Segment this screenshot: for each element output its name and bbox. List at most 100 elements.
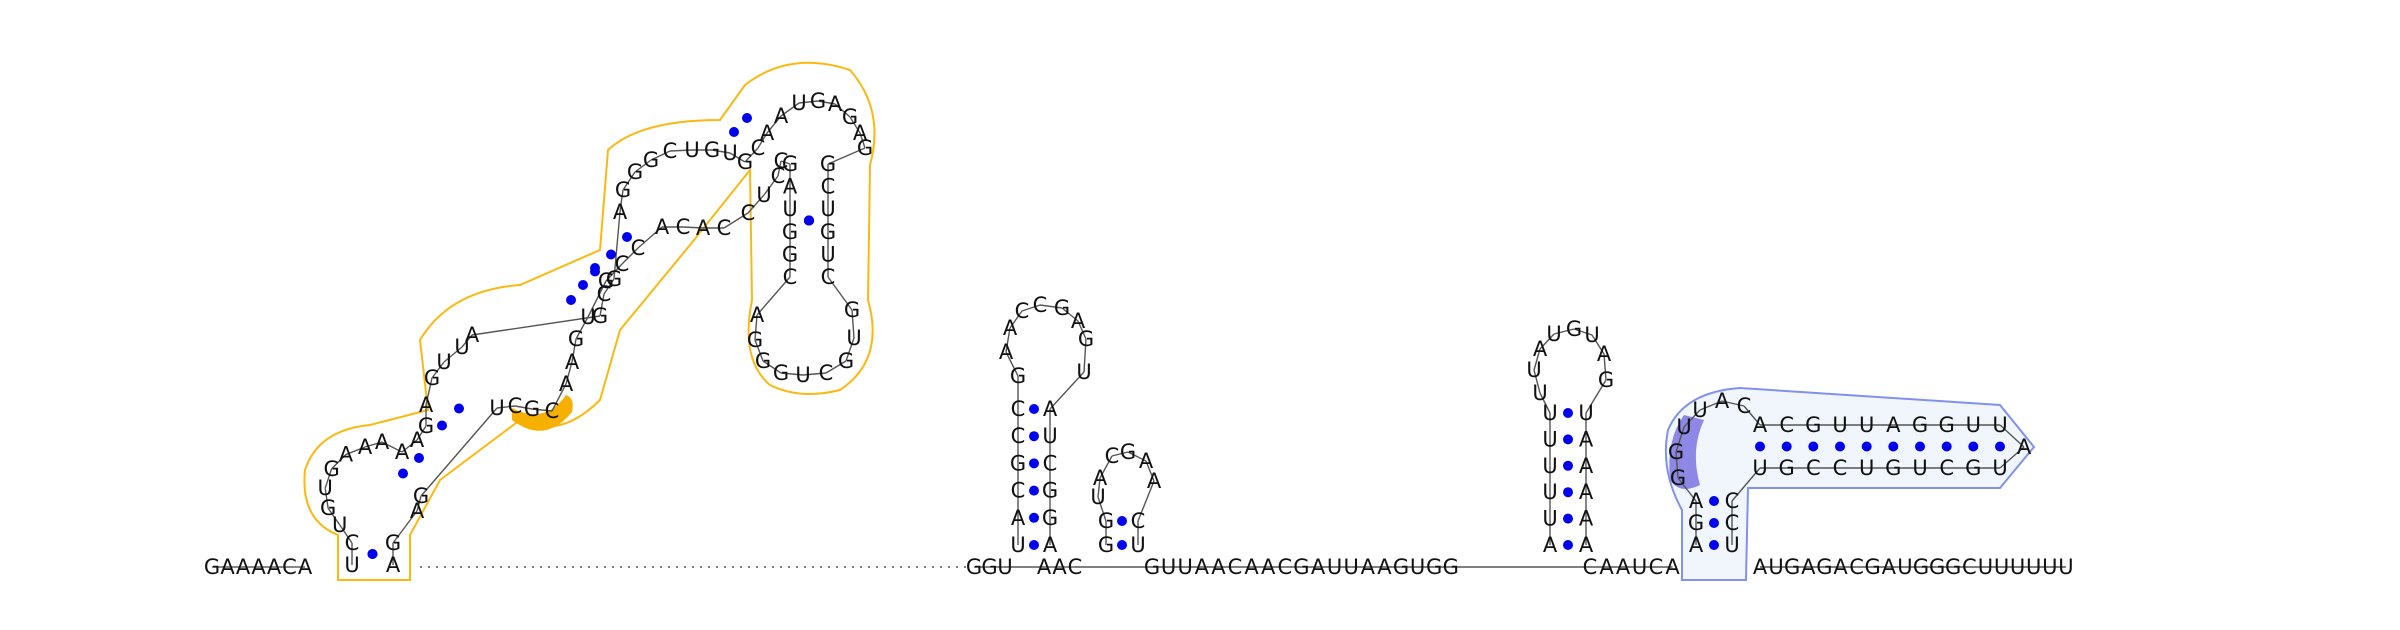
nucleotide-A: A [750, 303, 765, 327]
nucleotide-A: A [419, 393, 434, 417]
nucleotide-C: C [821, 265, 836, 289]
nucleotide-A: A [1037, 555, 1052, 579]
base-pair-dot [1029, 512, 1039, 523]
backbone-segment [1573, 328, 1593, 336]
nucleotide-C: C [1833, 456, 1848, 480]
backbone-segment [431, 361, 445, 379]
nucleotide-A: A [1211, 555, 1226, 579]
backbone-segment [754, 339, 764, 362]
backbone-segment [1077, 320, 1087, 340]
nucleotide-A: A [1882, 555, 1897, 579]
nucleotide-A: A [410, 499, 425, 523]
nucleotide-C: C [1228, 555, 1243, 579]
nucleotide-G: G [820, 152, 836, 176]
nucleotide-G: G [1010, 451, 1026, 475]
nucleotide-A: A [1579, 480, 1594, 504]
nucleotide-A: A [1043, 397, 1058, 421]
backbone-segment [443, 346, 463, 363]
backbone-segment [1677, 477, 1697, 502]
nucleotide-G: G [755, 349, 771, 373]
backbone-segment [392, 510, 418, 544]
backbone-segment [1591, 334, 1605, 355]
nucleotide-A: A [465, 323, 480, 347]
nucleotide-C: C [1033, 293, 1048, 317]
backbone-segment [634, 159, 652, 173]
backbone-segment [1539, 392, 1551, 414]
backbone-segment [723, 212, 749, 229]
backbone-segment [1005, 351, 1019, 377]
nucleotide-G: G [1098, 509, 1114, 533]
backbone-segment [747, 194, 765, 214]
nucleotide-G: G [810, 89, 826, 113]
nucleotide-U: U [2010, 555, 2025, 579]
nucleotide-C: C [1849, 555, 1864, 579]
nucleotide-A: A [1093, 466, 1108, 490]
nucleotide-C: C [1011, 424, 1026, 448]
nucleotide-U: U [1752, 456, 1767, 480]
nucleotide-U: U [1584, 323, 1599, 347]
nucleotide-G: G [615, 178, 631, 202]
nucleotide-G: G [981, 555, 997, 579]
base-pair-dot [606, 249, 616, 260]
nucleotide-U: U [1542, 401, 1557, 425]
backbone-segment [1683, 409, 1701, 428]
nucleotide-A: A [613, 200, 628, 224]
nucleotide-U: U [1010, 533, 1025, 557]
nucleotide-C: C [1011, 397, 1026, 421]
nucleotide-U: U [1076, 360, 1091, 384]
nucleotide-C: C [663, 139, 678, 163]
nucleotide-G: G [782, 242, 798, 266]
nucleotide-U: U [1542, 507, 1557, 531]
nucleotide-U: U [1130, 533, 1145, 557]
nucleotide-G: G [568, 327, 584, 351]
backbone-segment [845, 337, 855, 362]
nucleotide-A: A [1052, 555, 1067, 579]
nucleotide-U: U [344, 553, 359, 577]
backbone-segment [766, 115, 782, 134]
nucleotide-A: A [1715, 389, 1730, 413]
nucleotide-G: G [820, 220, 836, 244]
nucleotide-U: U [1724, 533, 1739, 557]
nucleotide-U: U [846, 326, 861, 350]
nucleotide-C: C [1277, 555, 1292, 579]
backbone-segment [1061, 307, 1079, 322]
nucleotide-C: C [545, 399, 560, 423]
nucleotide-G: G [524, 397, 540, 421]
nucleotide-A: A [1665, 555, 1680, 579]
nucleotide-U: U [318, 476, 333, 500]
nucleotide-A: A [1616, 555, 1631, 579]
backbone-segment [1099, 455, 1113, 479]
base-pair-dot [804, 215, 814, 226]
backbone-segment [827, 147, 866, 165]
nucleotide-G: G [1945, 555, 1961, 579]
nucleotide-G: G [1865, 555, 1881, 579]
nucleotide-C: C [771, 164, 786, 188]
nucleotide-G: G [1598, 368, 1614, 392]
backbone-layer [212, 100, 2066, 568]
nucleotide-U: U [1994, 555, 2009, 579]
nucleotide-A: A [1579, 427, 1594, 451]
nucleotide-G: G [1293, 555, 1309, 579]
nucleotide-U: U [756, 183, 771, 207]
backbone-segment [416, 495, 422, 512]
nucleotide-G: G [838, 349, 854, 373]
nucleotide-C: C [615, 252, 630, 276]
nucleotide-A: A [655, 215, 670, 239]
nucleotide-U: U [1978, 555, 1993, 579]
nucleotide-U: U [580, 305, 595, 329]
nucleotide-A: A [1043, 533, 1058, 557]
backbone-segment [1049, 371, 1085, 410]
nucleotide-C: C [783, 265, 798, 289]
nucleotide-A: A [828, 92, 843, 116]
nucleotide-U: U [2058, 555, 2073, 579]
nucleotide-A: A [1195, 555, 1210, 579]
backbone-segment [575, 316, 589, 340]
nucleotide-G: G [643, 148, 659, 172]
backbone-segment [756, 276, 791, 316]
nucleotide-G: G [1929, 555, 1945, 579]
highlight-layer [303, 61, 2036, 581]
backbone-segment [364, 441, 383, 448]
nucleotide-A: A [1533, 337, 1548, 361]
base-pair-dot [1781, 441, 1792, 452]
nucleotide-U: U [1532, 381, 1547, 405]
